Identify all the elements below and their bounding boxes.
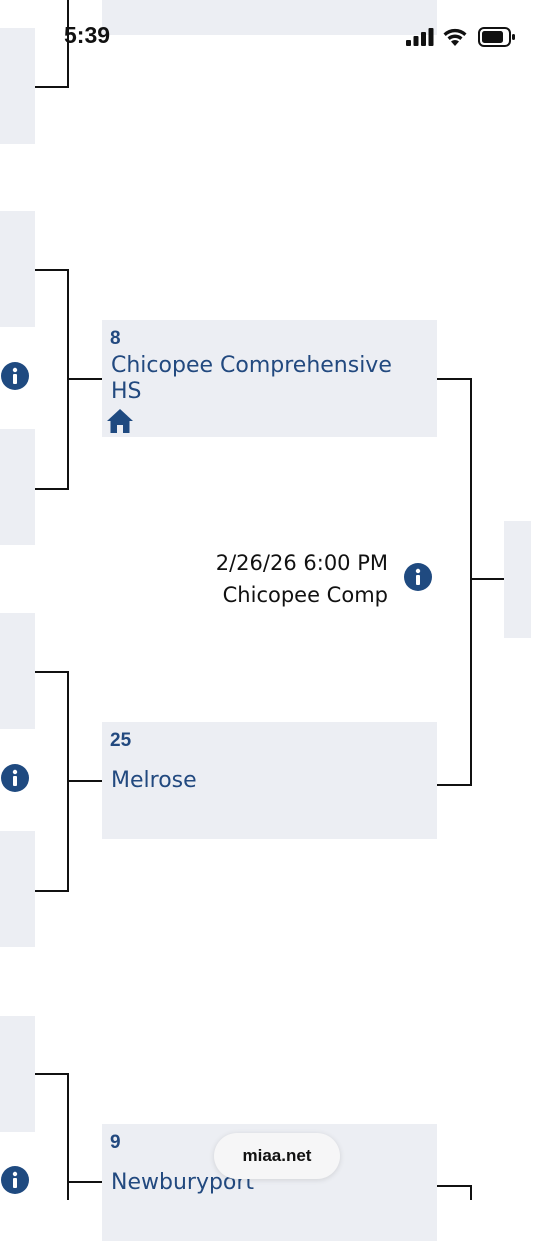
cellular-signal-icon: [406, 28, 434, 46]
prev-round-card[interactable]: [0, 831, 35, 947]
bracket-line: [67, 1073, 69, 1200]
prev-round-card[interactable]: [0, 1016, 35, 1132]
team-card-partial[interactable]: [102, 0, 437, 35]
info-icon[interactable]: [1, 362, 29, 390]
info-icon[interactable]: [1, 1166, 29, 1194]
wifi-icon: [443, 28, 467, 46]
bracket-line: [35, 269, 69, 271]
team-seed: 25: [110, 730, 132, 751]
bracket-line: [437, 1185, 472, 1187]
team-name[interactable]: Chicopee Comprehensive HS: [111, 353, 392, 404]
prev-round-card[interactable]: [0, 28, 35, 144]
info-icon[interactable]: [1, 764, 29, 792]
team-card-melrose[interactable]: 25 Melrose: [102, 722, 437, 839]
bracket-line: [470, 378, 472, 786]
bracket-line: [35, 1073, 69, 1075]
bracket-line: [470, 1185, 472, 1200]
info-icon[interactable]: [404, 563, 432, 591]
bracket-line: [67, 780, 102, 782]
status-time: 5:39: [64, 22, 111, 48]
bracket-line: [67, 378, 102, 380]
game-datetime: 2/26/26 6:00 PM: [215, 551, 388, 575]
bracket-line: [67, 1181, 102, 1183]
bracket-line: [470, 578, 504, 580]
team-seed: 8: [110, 328, 121, 349]
next-round-card[interactable]: [504, 521, 531, 638]
team-seed: 9: [110, 1132, 121, 1153]
bracket-line: [35, 671, 69, 673]
bracket-line: [437, 784, 472, 786]
battery-icon: [478, 27, 515, 47]
bracket-line: [437, 378, 472, 380]
home-icon: [107, 409, 133, 433]
bracket-line: [35, 890, 69, 892]
bracket-line: [35, 86, 69, 88]
prev-round-card[interactable]: [0, 429, 35, 545]
bracket-line: [67, 0, 69, 88]
game-info: 2/26/26 6:00 PM Chicopee Comp: [216, 547, 388, 611]
prev-round-card[interactable]: [0, 211, 35, 327]
bracket-line: [35, 488, 69, 490]
url-text: miaa.net: [242, 1146, 312, 1165]
prev-round-card[interactable]: [0, 613, 35, 729]
url-pill[interactable]: miaa.net: [214, 1133, 340, 1179]
team-card-chicopee[interactable]: 8 Chicopee Comprehensive HS: [102, 320, 437, 437]
game-location: Chicopee Comp: [222, 583, 388, 607]
team-name[interactable]: Melrose: [111, 768, 197, 793]
